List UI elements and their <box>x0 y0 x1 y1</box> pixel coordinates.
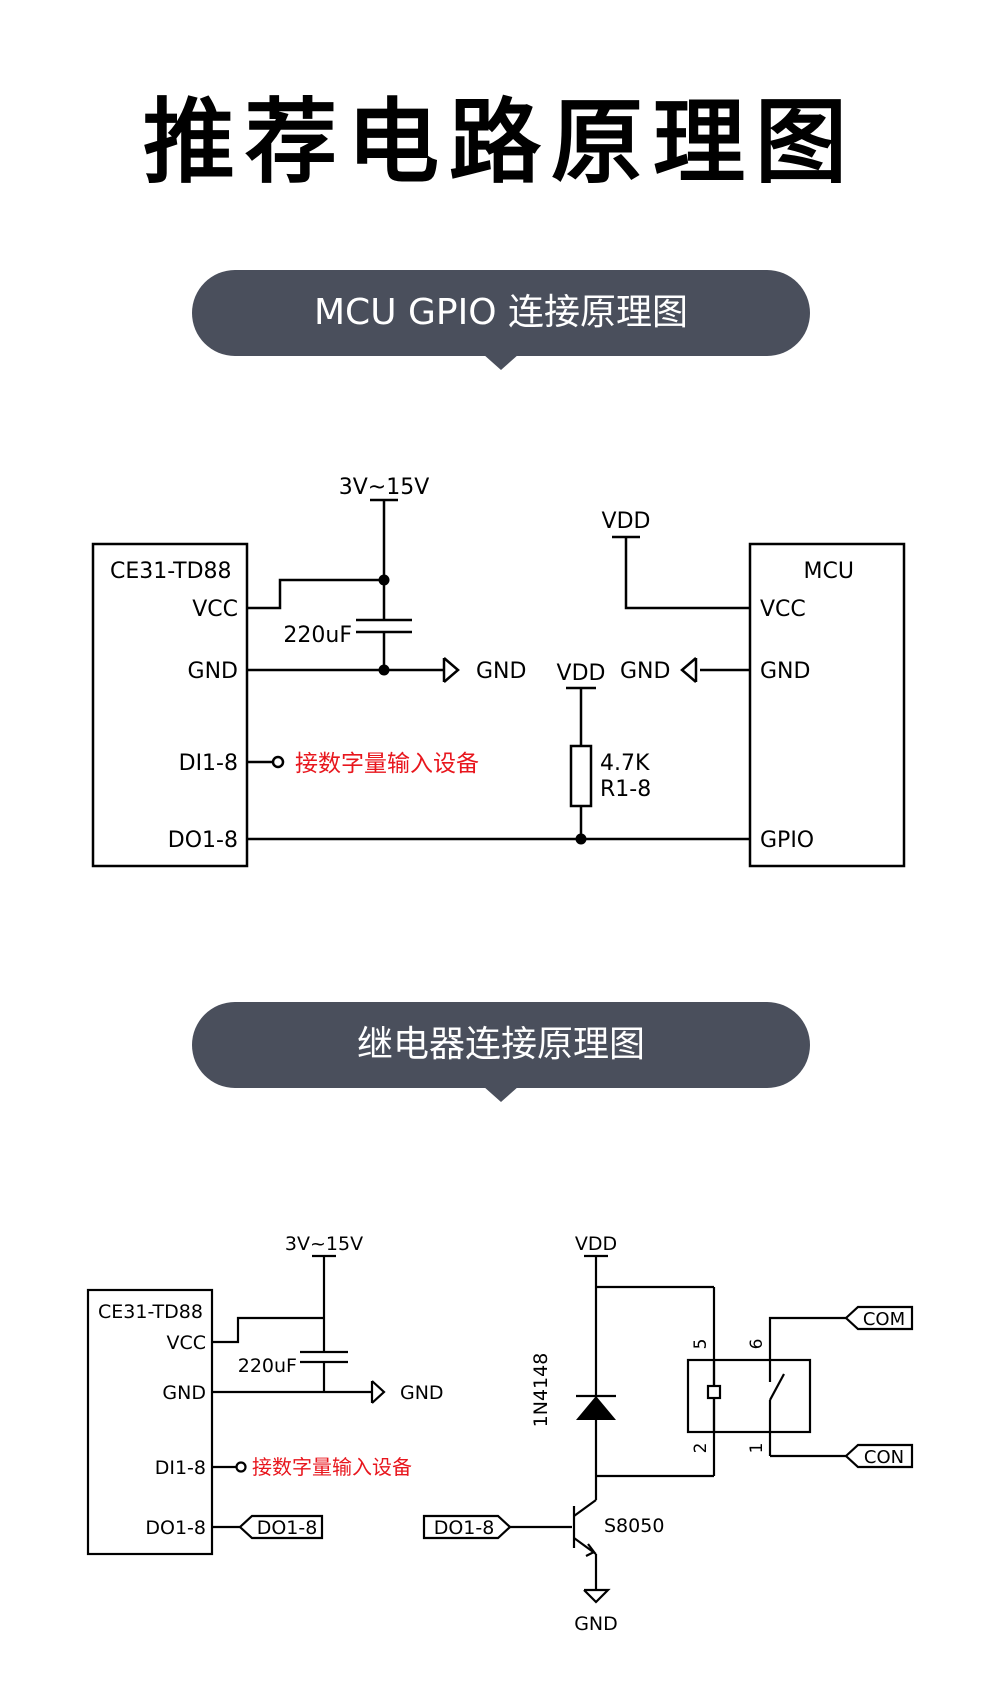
mcu-box <box>748 542 906 868</box>
relay-pin-5: 5 <box>691 1339 711 1350</box>
diode-label: 1N4148 <box>530 1353 552 1428</box>
pin-di-2: DI1-8 <box>155 1457 206 1479</box>
relay-supply-label: VDD <box>575 1233 617 1255</box>
relay-pin-6: 6 <box>747 1339 767 1350</box>
com-tag: COM <box>863 1309 905 1330</box>
note-digital-input: 接数字量输入设备 <box>295 751 479 777</box>
con-tag: CON <box>864 1447 904 1468</box>
section-heading-relay: 继电器连接原理图 <box>192 1002 810 1102</box>
resistor-ref: R1-8 <box>600 777 651 802</box>
page-title: 推荐电路原理图 <box>142 89 857 196</box>
note-digital-input-2: 接数字量输入设备 <box>252 1455 412 1479</box>
module-box <box>91 542 249 868</box>
mcu-gpio-schematic: 3V~15V CE31-TD88 VCC GND DI1-8 DO1-8 220… <box>91 475 906 868</box>
gnd-label-2: GND <box>400 1382 444 1404</box>
pin-vcc: VCC <box>192 597 238 622</box>
do-tag-module: DO1-8 <box>257 1517 318 1539</box>
do-tag-left: DO1-8 <box>434 1517 495 1539</box>
mcu-pin-vcc: VCC <box>760 597 806 622</box>
pullup-supply-label: VDD <box>557 661 606 686</box>
mcu-gnd-label: GND <box>620 659 670 684</box>
mcu-pin-gpio: GPIO <box>760 828 814 853</box>
module-box-2 <box>86 1288 214 1556</box>
gnd-label: GND <box>476 659 526 684</box>
module-name-2: CE31-TD88 <box>98 1301 203 1323</box>
resistor-value: 4.7K <box>600 751 650 776</box>
pin-gnd: GND <box>188 659 238 684</box>
capacitor-label: 220uF <box>283 623 352 648</box>
mcu-name: MCU <box>804 559 854 584</box>
transistor-label: S8050 <box>604 1515 664 1537</box>
section-heading-mcu-gpio: MCU GPIO 连接原理图 <box>192 270 810 370</box>
pin-do: DO1-8 <box>168 828 238 853</box>
supply-label-2: 3V~15V <box>285 1233 363 1255</box>
pin-di: DI1-8 <box>179 751 238 776</box>
capacitor-label-2: 220uF <box>238 1355 297 1377</box>
relay-pin-2: 2 <box>691 1443 711 1454</box>
mcu-supply-label: VDD <box>602 509 651 534</box>
mcu-pin-gnd: GND <box>760 659 810 684</box>
module-name: CE31-TD88 <box>110 559 232 584</box>
pin-vcc-2: VCC <box>166 1332 206 1354</box>
relay-pin-1: 1 <box>747 1443 767 1454</box>
pin-gnd-2: GND <box>162 1382 206 1404</box>
supply-label: 3V~15V <box>339 475 430 500</box>
relay-gnd-label: GND <box>574 1613 618 1635</box>
pin-do-2: DO1-8 <box>145 1517 206 1539</box>
